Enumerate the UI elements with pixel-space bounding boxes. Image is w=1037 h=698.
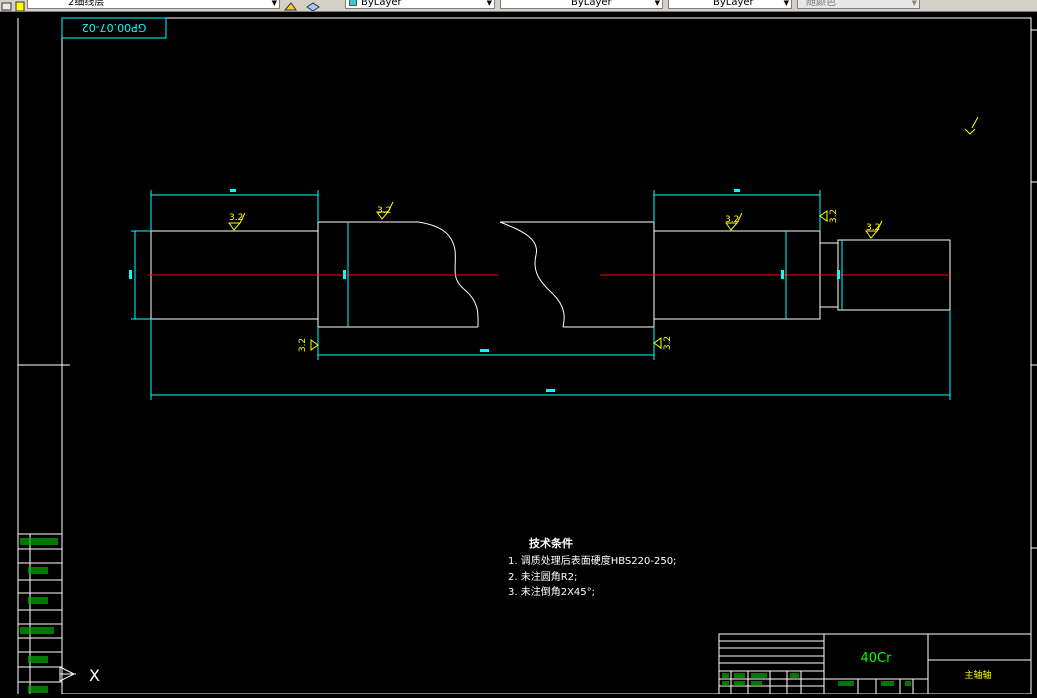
ucs-icon [59, 660, 76, 694]
roughness-value: 3.2 [829, 209, 839, 223]
layer-previous-icon[interactable] [305, 0, 320, 11]
code-stamp: GP00.07-02 [61, 17, 167, 39]
x-axis-label: X [89, 666, 100, 685]
shaft-outline [150, 221, 951, 328]
note-line: 2. 未注圆角R2; [508, 570, 577, 583]
roughness-value: 3.2 [725, 215, 739, 225]
chevron-down-icon: ▼ [783, 0, 789, 7]
roughness-value: 3.2 [377, 206, 391, 216]
notes-title: 技术条件 [529, 536, 573, 550]
title-block [718, 633, 1032, 695]
layer-name-value: 2细线层 [68, 0, 105, 8]
plotstyle-value: 随颜色 [806, 0, 836, 8]
chevron-down-icon: ▼ [654, 0, 660, 7]
chevron-down-icon: ▼ [911, 0, 917, 7]
make-current-layer-icon[interactable] [283, 0, 297, 11]
left-stamp-strip [18, 533, 62, 694]
color-swatch [349, 0, 357, 6]
lineweight-control-dropdown[interactable]: ByLayer ▼ [668, 0, 792, 9]
layer-bulb-icon[interactable] [14, 0, 26, 11]
drawing-frame [17, 17, 1037, 695]
material-label: 40Cr [861, 651, 893, 666]
note-line: 1. 调质处理后表面硬度HBS220-250; [508, 554, 676, 567]
chevron-down-icon: ▼ [271, 0, 277, 7]
plotstyle-control-dropdown[interactable]: 随颜色 ▼ [797, 0, 920, 9]
chevron-down-icon: ▼ [486, 0, 492, 7]
lineweight-value: ByLayer [713, 0, 754, 8]
layer-dropdown[interactable]: 2细线层 ▼ [27, 0, 280, 9]
part-name-label: 主轴轴 [964, 669, 991, 681]
roughness-value: 3.2 [229, 213, 243, 223]
color-value: ByLayer [361, 0, 402, 8]
linetype-control-dropdown[interactable]: ByLayer ▼ [500, 0, 663, 9]
linetype-value: ByLayer [571, 0, 612, 8]
dimension-lines [129, 189, 951, 400]
color-control-dropdown[interactable]: ByLayer ▼ [345, 0, 495, 9]
roughness-value: 3.2 [298, 338, 308, 352]
code-stamp-text: GP00.07-02 [82, 21, 147, 34]
roughness-symbols [228, 116, 979, 351]
roughness-value: 3.2 [663, 336, 673, 350]
roughness-value: 3.2 [866, 223, 880, 233]
note-line: 3. 未注倒角2X45°; [508, 585, 595, 598]
layer-state-icon[interactable] [1, 0, 13, 11]
drawing-canvas[interactable]: GP00.07-02 [0, 11, 1037, 695]
technical-notes: 技术条件 1. 调质处理后表面硬度HBS220-250; 2. 未注圆角R2; … [508, 536, 676, 598]
properties-toolbar: 2细线层 ▼ ByLayer ▼ ByLayer ▼ ByLayer ▼ 随颜色… [0, 0, 1037, 12]
